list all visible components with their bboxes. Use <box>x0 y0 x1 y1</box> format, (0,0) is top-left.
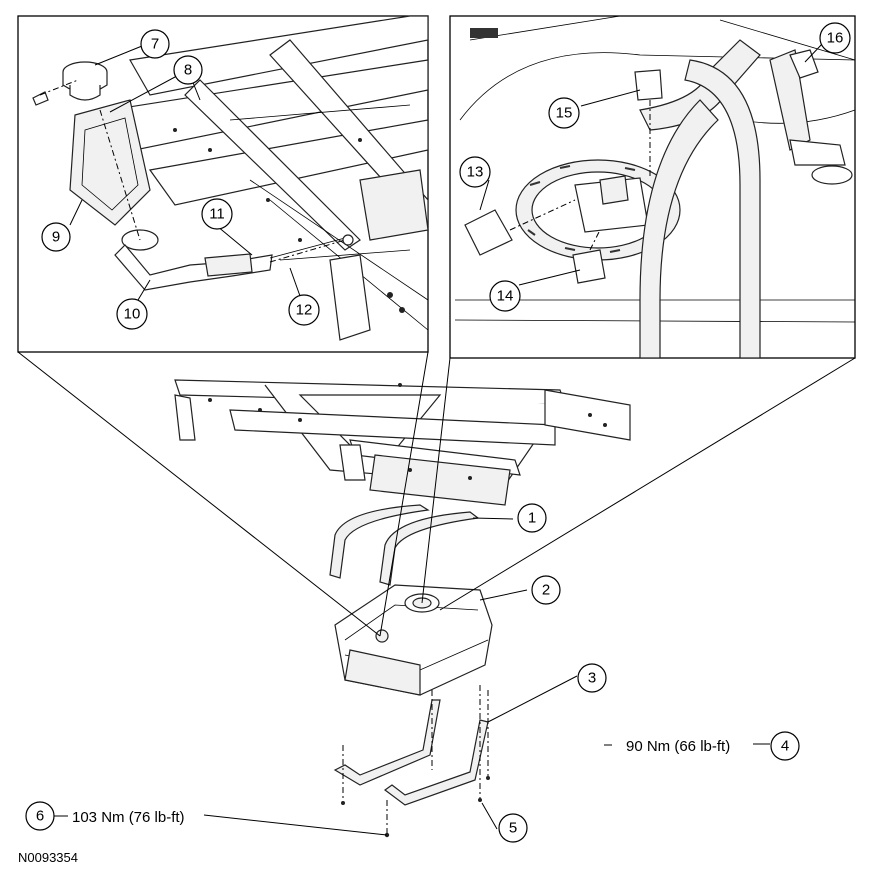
callout-7: 7 <box>140 29 170 59</box>
callout-2: 2 <box>531 575 561 605</box>
callout-8-number: 8 <box>184 62 192 79</box>
leader-right-inset-b <box>439 357 856 611</box>
leader-left-inset <box>17 351 381 637</box>
callout-leaders <box>69 42 824 836</box>
callout-1-number: 1 <box>528 510 536 527</box>
callout-14-number: 14 <box>497 288 514 305</box>
torque-spec-4: 90 Nm (66 lb-ft) <box>626 738 730 755</box>
callout-3-number: 3 <box>588 670 596 687</box>
callout-10-number: 10 <box>124 306 141 323</box>
torque-spec-6: 103 Nm (76 lb-ft) <box>72 809 185 826</box>
inset-filler-neck-detail <box>17 15 429 353</box>
leader-left-inset-b <box>379 351 429 637</box>
callout-13: 13 <box>459 156 491 188</box>
lower-tank-straps <box>333 699 489 806</box>
callout-11: 11 <box>201 198 233 230</box>
callout-16-number: 16 <box>827 30 844 47</box>
figure-id: N0093354 <box>18 850 78 865</box>
callout-13-number: 13 <box>467 164 484 181</box>
callout-7-number: 7 <box>151 36 159 53</box>
fuel-cap-icon <box>62 61 108 101</box>
callout-9: 9 <box>41 222 71 252</box>
callout-14: 14 <box>489 280 521 312</box>
callout-6-number: 6 <box>36 808 44 825</box>
callout-12-number: 12 <box>296 302 313 319</box>
callout-11-number: 11 <box>209 206 225 223</box>
callout-2-number: 2 <box>542 582 550 599</box>
callout-12: 12 <box>288 294 320 326</box>
fuel-tank <box>334 584 493 696</box>
callout-15: 15 <box>548 97 580 129</box>
callout-6: 6 <box>25 801 55 831</box>
callout-5-number: 5 <box>509 820 517 837</box>
callout-4: 4 <box>770 731 800 761</box>
callout-4-number: 4 <box>781 738 789 755</box>
callout-5: 5 <box>498 813 528 843</box>
upper-tank-straps <box>329 504 480 586</box>
callout-8: 8 <box>173 55 203 85</box>
callout-9-number: 9 <box>52 229 60 246</box>
callout-16: 16 <box>819 22 851 54</box>
callout-1: 1 <box>517 503 547 533</box>
frame-assembly <box>174 379 631 506</box>
callout-10: 10 <box>116 298 148 330</box>
leader-right-inset <box>421 357 451 604</box>
callout-15-number: 15 <box>556 105 573 122</box>
callout-3: 3 <box>577 663 607 693</box>
